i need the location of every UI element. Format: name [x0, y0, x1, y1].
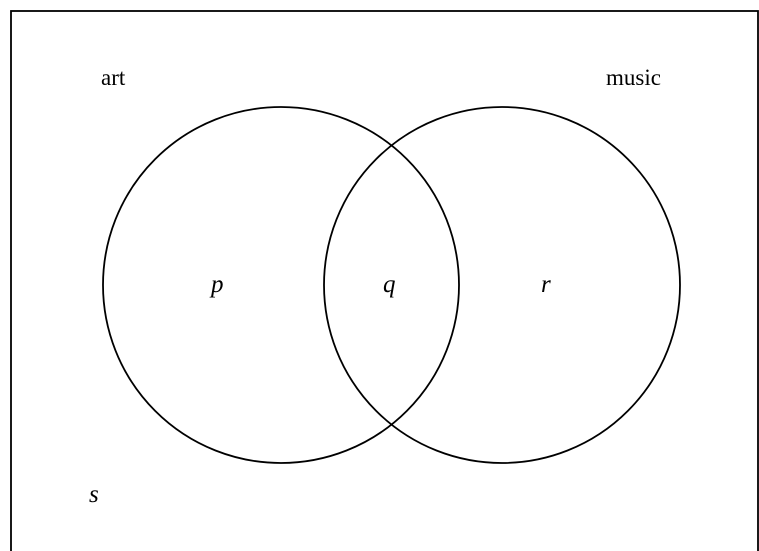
- region-q-label: q: [383, 271, 396, 298]
- music-circle: [323, 106, 681, 464]
- universal-set-frame: [10, 10, 759, 551]
- art-circle: [102, 106, 460, 464]
- region-p-label: p: [209, 271, 224, 298]
- region-r-label: r: [541, 271, 551, 298]
- art-set-label: art: [101, 65, 126, 90]
- music-set-label: music: [606, 65, 661, 90]
- region-s-label: s: [89, 481, 99, 508]
